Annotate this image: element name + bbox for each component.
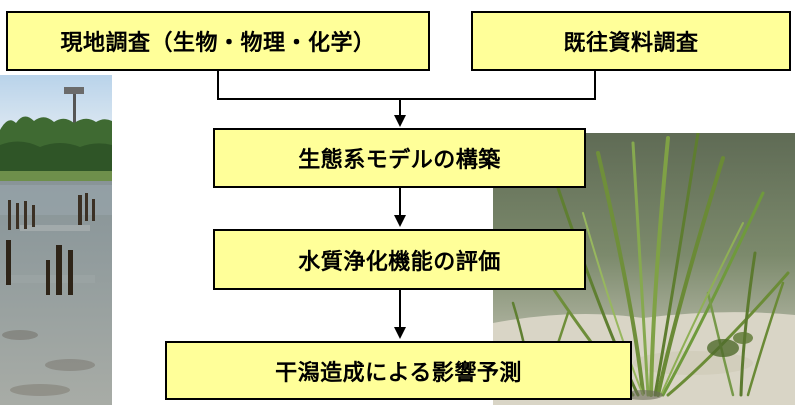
literature-survey-label: 既往資料調査	[563, 31, 699, 56]
tidal-flat-photo	[0, 75, 112, 405]
arrow-to-prediction	[394, 327, 406, 339]
literature-survey-box: 既往資料調査	[471, 11, 791, 71]
arrow-to-evaluation	[394, 215, 406, 227]
ecosystem-model-label: 生態系モデルの構築	[298, 148, 501, 173]
ecosystem-model-box: 生態系モデルの構築	[213, 128, 586, 188]
water-purification-label: 水質浄化機能の評価	[298, 249, 501, 275]
impact-prediction-box: 干潟造成による影響予測	[165, 341, 632, 400]
tidal-flat-image	[0, 75, 112, 405]
field-survey-box: 現地調査（生物・物理・化学）	[6, 11, 430, 71]
field-survey-label: 現地調査（生物・物理・化学）	[60, 31, 376, 56]
arrow-to-model	[394, 115, 406, 127]
impact-prediction-label: 干潟造成による影響予測	[275, 360, 522, 386]
water-purification-box: 水質浄化機能の評価	[213, 229, 586, 290]
